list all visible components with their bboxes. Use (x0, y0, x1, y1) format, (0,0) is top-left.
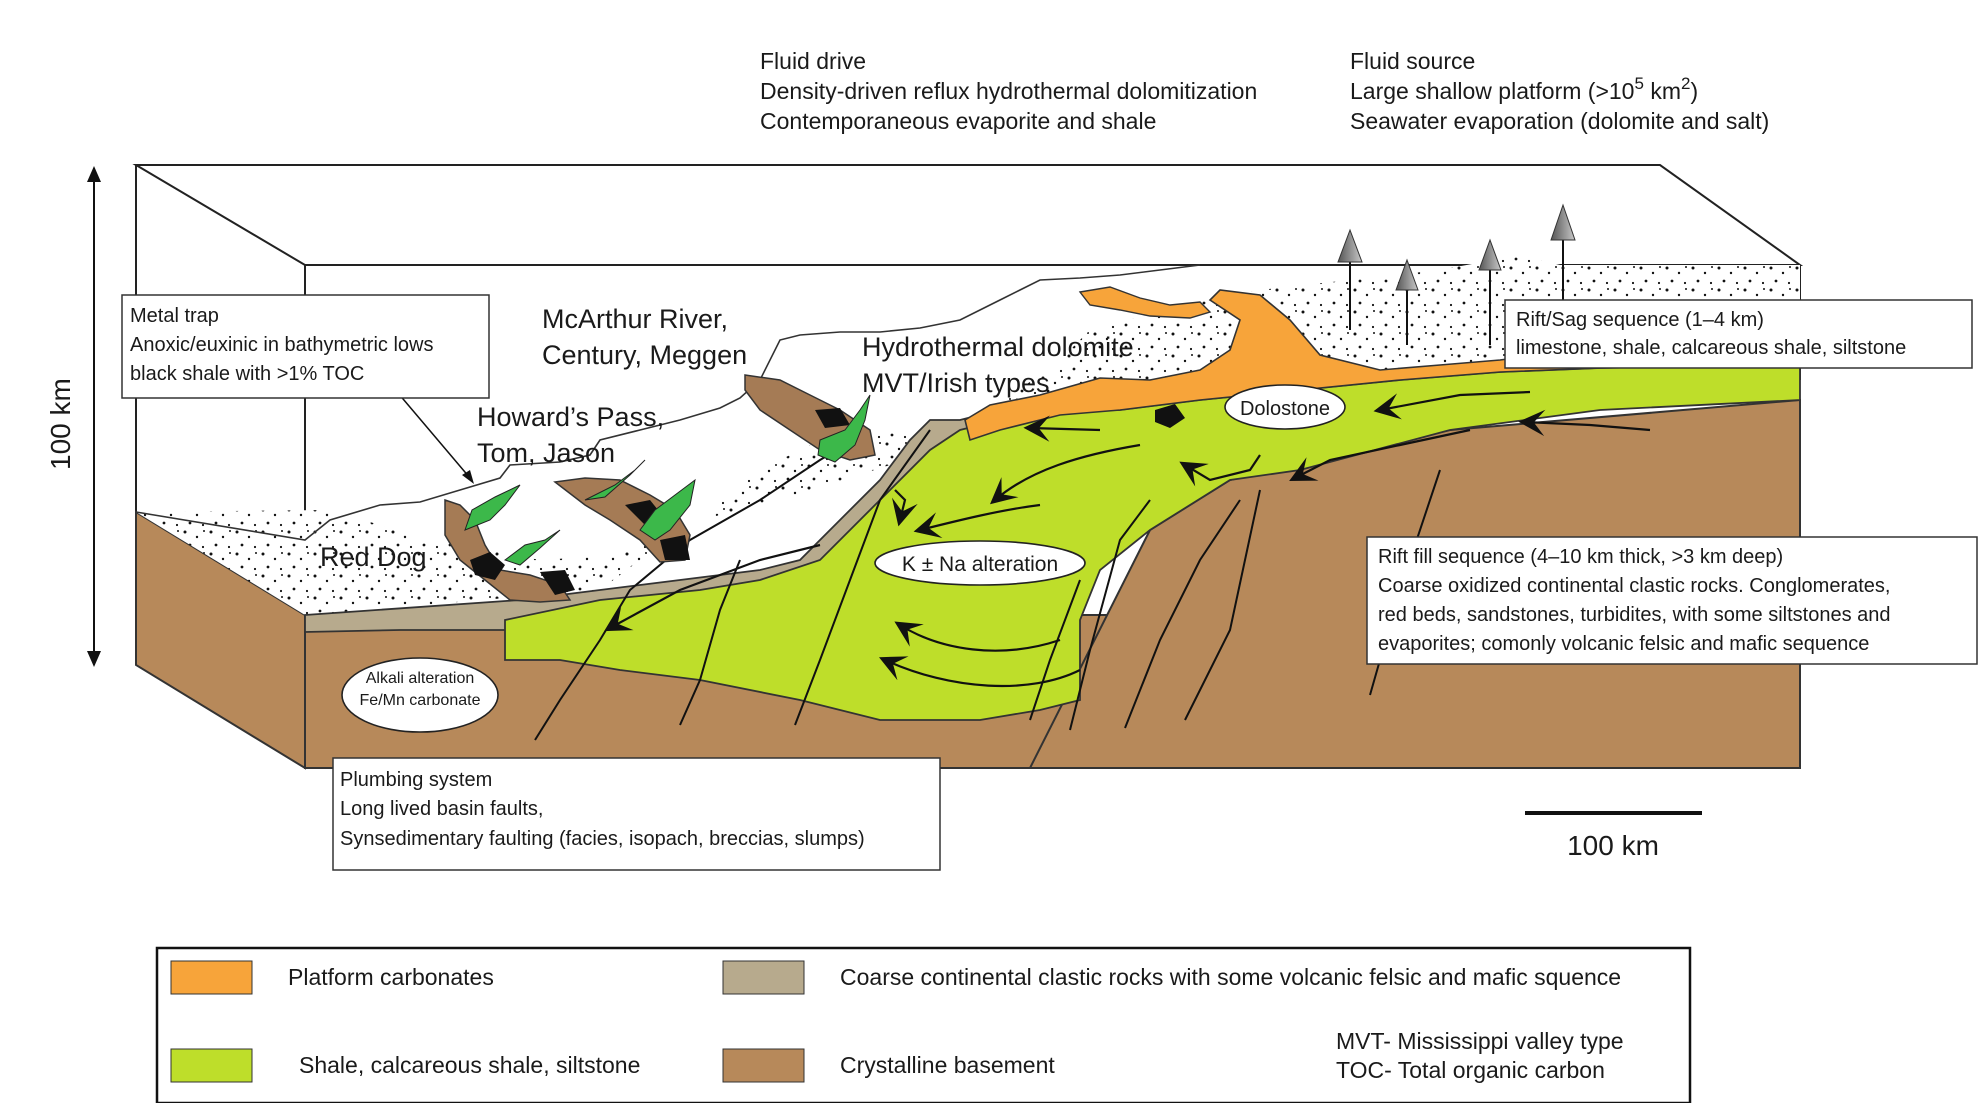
legend: Platform carbonates Coarse continental c… (155, 946, 1692, 1103)
alkali-alteration-oval: Alkali alteration Fe/Mn carbonate (341, 657, 499, 733)
metal-trap-box: Metal trap Anoxic/euxinic in bathymetric… (121, 294, 490, 399)
dolostone-ore (1155, 404, 1185, 428)
alkali-line1: Alkali alteration (366, 670, 475, 687)
fluid-source-line2: Seawater evaporation (dolomite and salt) (1350, 108, 1769, 134)
legend-label-basement: Crystalline basement (840, 1052, 1055, 1078)
rift-sag-box: Rift/Sag sequence (1–4 km) limestone, sh… (1504, 299, 1973, 369)
metal-trap-leader (397, 392, 474, 484)
legend-swatch-platform (170, 960, 253, 995)
legend-swatch-shale (170, 1048, 253, 1083)
alkali-line2: Fe/Mn carbonate (360, 692, 481, 709)
rift-sag-line1: limestone, shale, calcareous shale, silt… (1516, 337, 1906, 359)
vertical-scale-label: 100 km (45, 378, 76, 470)
howards-line2: Tom, Jason (477, 438, 615, 468)
fluid-drive-title: Fluid drive (760, 48, 866, 74)
evaporation-arrows (1337, 203, 1576, 345)
howards-line1: Howard’s Pass, (477, 402, 664, 432)
metal-trap-line2: black shale with >1% TOC (130, 363, 364, 385)
abbrev-mvt: MVT- Mississippi valley type (1336, 1028, 1624, 1054)
abbrev-toc: TOC- Total organic carbon (1336, 1057, 1605, 1083)
plumbing-line2: Synsedimentary faulting (facies, isopach… (340, 828, 865, 850)
fluid-drive-header: Fluid drive Density-driven reflux hydrot… (760, 48, 1257, 134)
fluid-drive-line1: Density-driven reflux hydrothermal dolom… (760, 78, 1257, 104)
scale-bar-label: 100 km (1567, 830, 1659, 861)
k-na-alteration-oval: K ± Na alteration (874, 540, 1086, 586)
rift-fill-line3: evaporites; comonly volcanic felsic and … (1378, 633, 1869, 655)
fluid-source-line1: Large shallow platform (>105 km2) (1350, 74, 1698, 104)
fluid-source-header: Fluid source Large shallow platform (>10… (1350, 48, 1769, 134)
dolostone-label: Dolostone (1240, 398, 1330, 420)
ore-mcarthur (744, 374, 876, 463)
plumbing-line1: Long lived basin faults, (340, 798, 543, 820)
metal-trap-line1: Anoxic/euxinic in bathymetric lows (130, 334, 433, 356)
legend-label-shale: Shale, calcareous shale, siltstone (299, 1052, 640, 1078)
plumbing-box: Plumbing system Long lived basin faults,… (332, 757, 941, 871)
hydro-line1: Hydrothermal dolomite (862, 332, 1134, 362)
rift-sag-title: Rift/Sag sequence (1–4 km) (1516, 309, 1764, 331)
ore-red-dog (444, 484, 575, 603)
dolostone-oval: Dolostone (1224, 384, 1346, 430)
hydro-line2: MVT/Irish types (862, 368, 1050, 398)
mcarthur-line1: McArthur River, (542, 304, 728, 334)
mcarthur-line2: Century, Meggen (542, 340, 747, 370)
platform-lens (1078, 286, 1212, 319)
vertical-scale: 100 km (45, 166, 101, 667)
plumbing-title: Plumbing system (340, 769, 492, 791)
rift-fill-title: Rift fill sequence (4–10 km thick, >3 km… (1378, 546, 1783, 568)
fluid-drive-line2: Contemporaneous evaporite and shale (760, 108, 1156, 134)
rift-fill-line1: Coarse oxidized continental clastic rock… (1378, 575, 1890, 597)
ore-howards-pass (553, 459, 696, 563)
fluid-flow-arrows (604, 390, 1651, 688)
rift-fill-box: Rift fill sequence (4–10 km thick, >3 km… (1366, 536, 1978, 665)
k-na-label: K ± Na alteration (902, 553, 1058, 576)
legend-label-clastic: Coarse continental clastic rocks with so… (840, 964, 1621, 990)
terrain-surface (135, 264, 1201, 541)
horizontal-scale-bar: 100 km (1525, 811, 1702, 861)
faults (534, 429, 1441, 741)
fluid-source-title: Fluid source (1350, 48, 1475, 74)
metal-trap-title: Metal trap (130, 305, 219, 327)
legend-label-platform: Platform carbonates (288, 964, 494, 990)
legend-swatch-basement (722, 1048, 805, 1083)
legend-swatch-clastic (722, 960, 805, 995)
rift-fill-line2: red beds, sandstones, turbidites, with s… (1378, 604, 1891, 626)
red-dog-label: Red Dog (320, 542, 427, 572)
site-labels: McArthur River, Century, Meggen Hydrothe… (320, 304, 1134, 572)
basement-side (135, 510, 306, 770)
